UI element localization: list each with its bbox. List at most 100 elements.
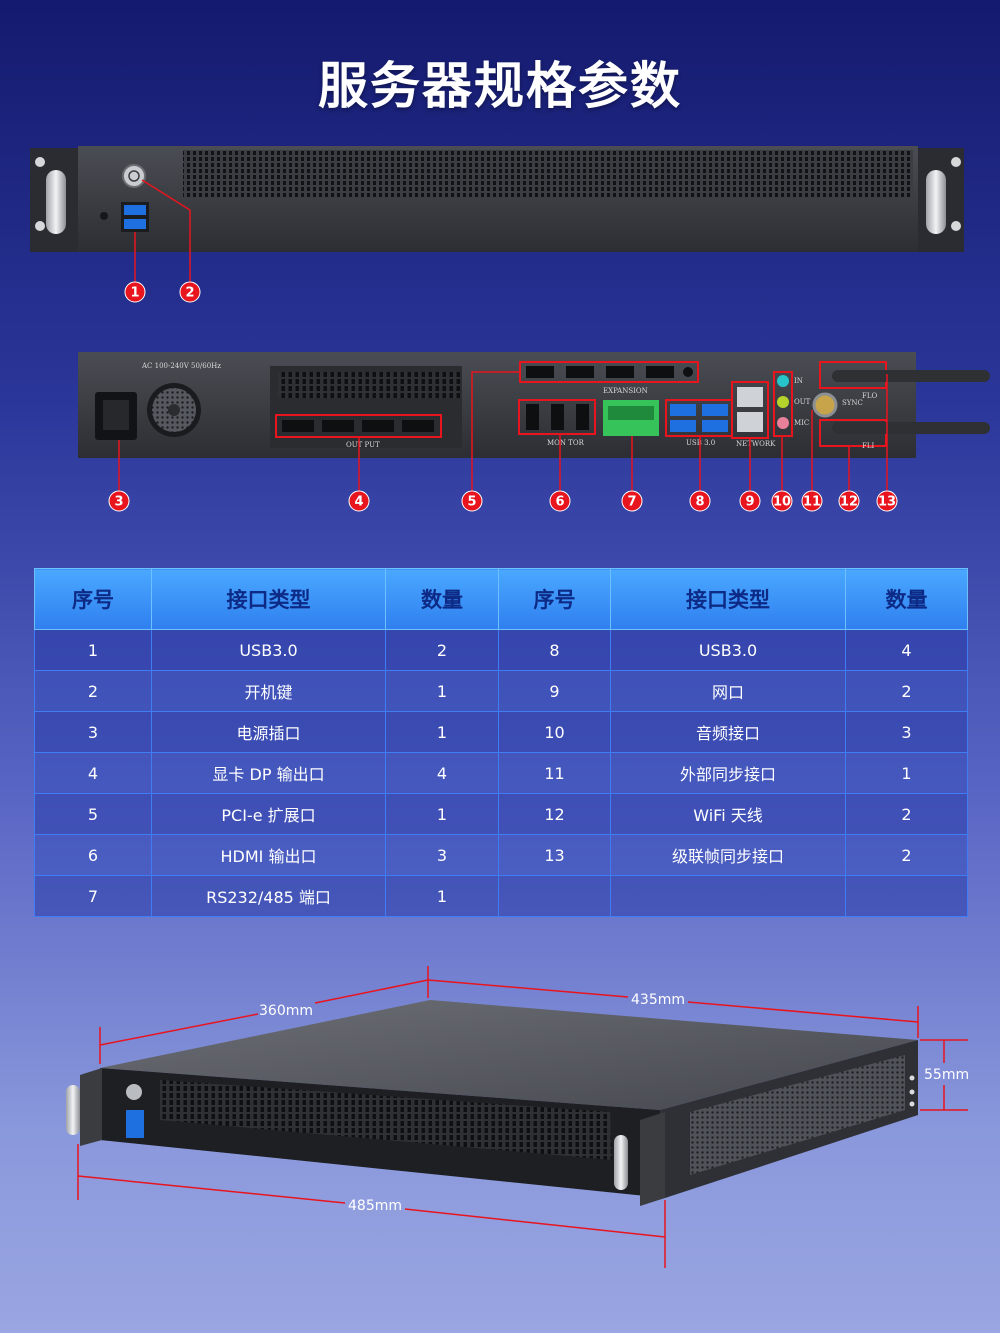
callout-number-13: 13: [878, 495, 896, 510]
audio-in-label: IN: [794, 377, 803, 385]
monitor-label: MON TOR: [547, 439, 585, 447]
audio-group: [773, 371, 793, 437]
table-cell: [845, 875, 968, 917]
table-cell: 5: [34, 793, 152, 835]
table-cell: 8: [498, 629, 611, 671]
left-handle: [46, 170, 66, 234]
table-cell: 9: [498, 670, 611, 712]
table-cell: 4: [385, 752, 499, 794]
dimension-height: 55mm: [924, 1067, 969, 1083]
table-cell: 1: [385, 875, 499, 917]
audio-mic-label: MIC: [794, 419, 809, 427]
callout-badge-9: [739, 490, 761, 512]
header-type-left: 接口类型: [151, 568, 386, 630]
table-cell: 音频接口: [610, 711, 846, 753]
table-cell: 2: [34, 670, 152, 712]
chassis-top: [100, 1000, 918, 1110]
table-cell: 3: [34, 711, 152, 753]
hdmi-monitor-group: [518, 399, 596, 435]
callout-badge-6: [549, 490, 571, 512]
table-cell: USB3.0: [151, 629, 386, 671]
table-cell: HDMI 输出口: [151, 834, 386, 876]
header-type-right: 接口类型: [610, 568, 846, 630]
callout-badge-10: [771, 490, 793, 512]
dimension-width: 435mm: [631, 992, 685, 1008]
callout-badge-4: [348, 490, 370, 512]
dimension-total-width: 485mm: [348, 1198, 402, 1214]
rear-chassis: [78, 352, 916, 458]
callout-number-2: 2: [185, 286, 194, 301]
usb-3d: [126, 1110, 144, 1138]
audio-out-label: OUT: [794, 398, 811, 406]
table-cell: WiFi 天线: [610, 793, 846, 835]
chassis-3d: [66, 1000, 918, 1206]
table-cell: 2: [385, 629, 499, 671]
dimension-depth: 360mm: [259, 1003, 313, 1019]
table-cell: 1: [385, 711, 499, 753]
table-cell: [610, 875, 846, 917]
table-cell: 2: [845, 793, 968, 835]
callout-number-5: 5: [467, 495, 476, 510]
callout-badge-2: [179, 281, 201, 303]
table-cell: 网口: [610, 670, 846, 712]
table-cell: 1: [845, 752, 968, 794]
callout-number-7: 7: [627, 495, 636, 510]
flo-label: FLO: [862, 392, 878, 400]
table-cell: 6: [34, 834, 152, 876]
header-index-right: 序号: [498, 568, 611, 630]
power-button-icon: [122, 164, 146, 188]
table-cell: 3: [385, 834, 499, 876]
power-rating-label: AC 100-240V 50/60Hz: [141, 362, 221, 370]
pcie-vent: [278, 372, 460, 398]
callout-badge-8: [689, 490, 711, 512]
table-cell: [498, 875, 611, 917]
table-header-row: 序号 接口类型 数量 序号 接口类型 数量: [34, 568, 968, 630]
callout-number-9: 9: [745, 495, 754, 510]
table-cell: 7: [34, 875, 152, 917]
fli-label: FLI: [862, 442, 875, 450]
table-cell: 12: [498, 793, 611, 835]
power-button-3d: [126, 1084, 142, 1100]
table-cell: RS232/485 端口: [151, 875, 386, 917]
callout-badge-1: [124, 281, 146, 303]
callout-number-6: 6: [555, 495, 564, 510]
table-cell: 外部同步接口: [610, 752, 846, 794]
callout-number-1: 1: [130, 286, 139, 301]
table-cell: PCI-e 扩展口: [151, 793, 386, 835]
table-cell: 11: [498, 752, 611, 794]
expansion-label: EXPANSION: [603, 387, 648, 395]
callout-badge-7: [621, 490, 643, 512]
callout-number-8: 8: [695, 495, 704, 510]
header-qty-right: 数量: [845, 568, 968, 630]
handle-3d-left: [66, 1085, 80, 1135]
callout-badge-11: [801, 490, 823, 512]
table-cell: 开机键: [151, 670, 386, 712]
table-cell: 显卡 DP 输出口: [151, 752, 386, 794]
table-cell: 电源插口: [151, 711, 386, 753]
table-cell: 1: [34, 629, 152, 671]
dimension-lines: [77, 966, 968, 1268]
front-panel: [30, 146, 964, 284]
callout-badge-3: [108, 490, 130, 512]
callout-badge-13: [876, 490, 898, 512]
table-cell: 4: [34, 752, 152, 794]
antenna-bottom-icon: [832, 422, 990, 434]
table-cell: 13: [498, 834, 611, 876]
callout-number-4: 4: [354, 495, 363, 510]
table-cell: 2: [845, 834, 968, 876]
front-vent: [183, 150, 913, 198]
header-qty-left: 数量: [385, 568, 499, 630]
table-cell: 4: [845, 629, 968, 671]
table-cell: 3: [845, 711, 968, 753]
